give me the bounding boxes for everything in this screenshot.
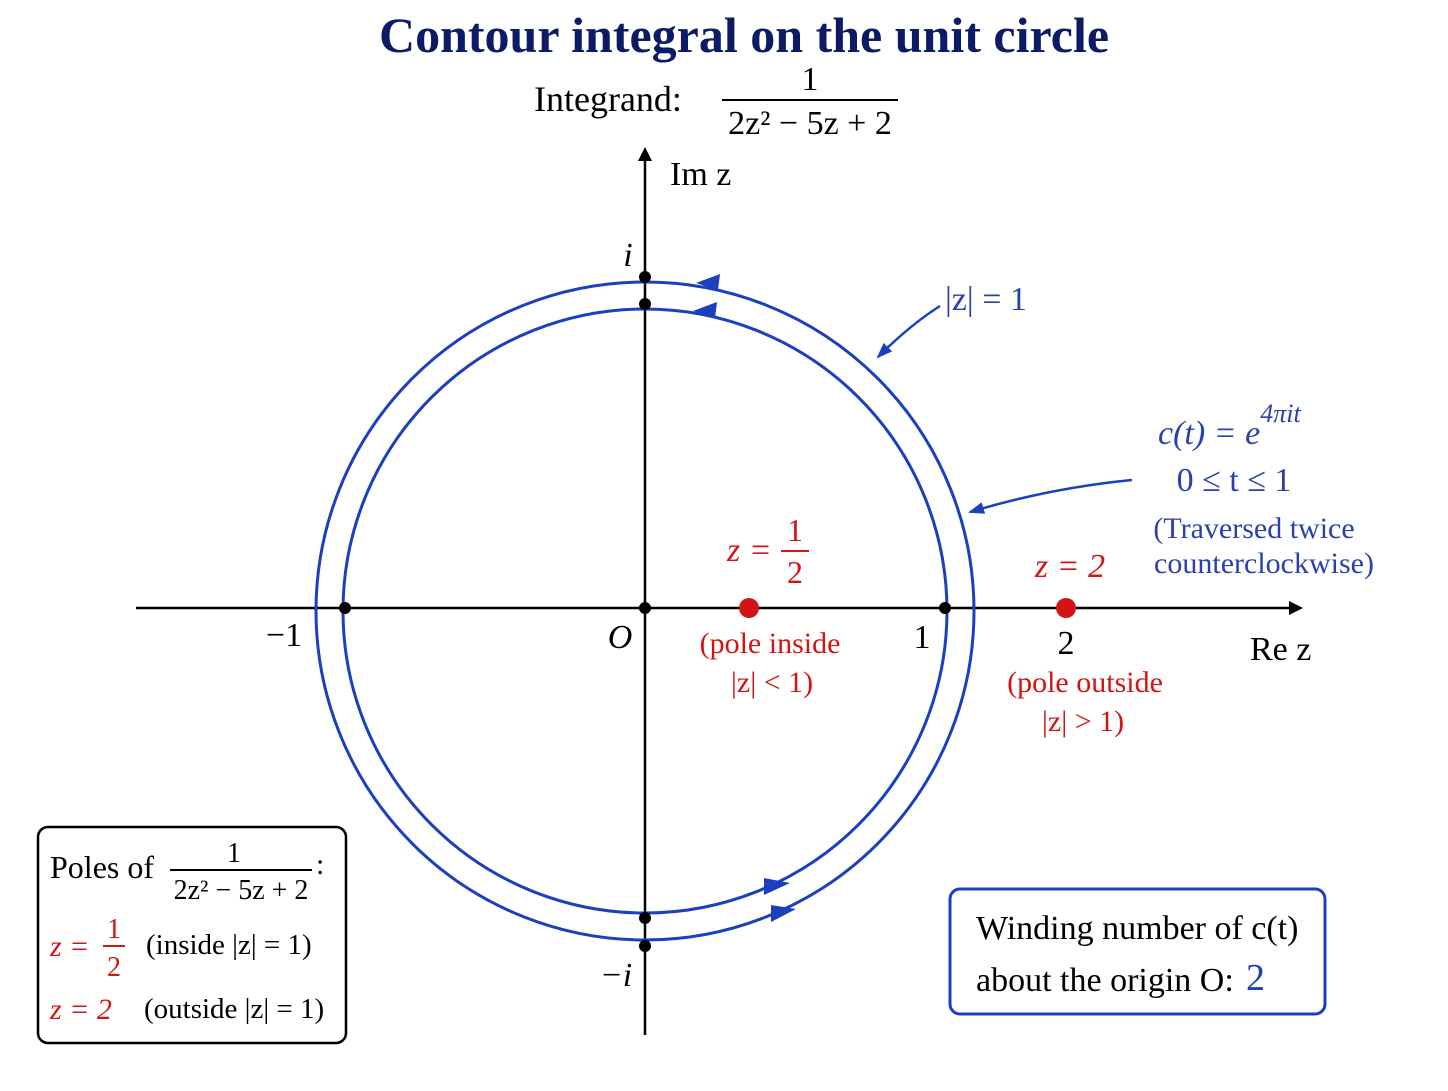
curve-annotation-line-3: (Traversed twice [1153,512,1354,545]
pole-inside-marker [739,598,759,618]
real-axis-label: Re z [1250,631,1311,668]
circle-label-pointer [876,304,941,359]
winding-box-line-1: Winding number of c(t) [976,910,1299,947]
tick-two: 2 [1058,625,1075,662]
pole-inside-prefix: z = [726,532,772,569]
poles-box-row2-note: (outside |z| = 1) [144,993,324,1025]
poles-box [36,825,348,1045]
direction-arrow-icon [696,274,720,290]
tick-one: 1 [914,619,931,656]
circle-label: |z| = 1 [945,281,1027,318]
pole-inside-numerator: 1 [787,512,803,548]
point-i-outer [639,271,651,283]
winding-box [948,887,1327,1016]
winding-number-value: 2 [1246,957,1265,999]
pole-inside-denominator: 2 [787,554,803,590]
tick-i: i [623,237,632,274]
poles-box-row1-note: (inside |z| = 1) [146,929,312,961]
poles-box-row1-denominator: 2 [107,952,121,983]
point-origin [639,602,651,614]
curve-annotation-exponent: 4πit [1260,399,1301,428]
point-minus-i-inner [639,912,651,924]
pole-outside-marker [1056,598,1076,618]
curve-annotation-line-1: c(t) = e4πit [1158,399,1301,452]
winding-box-line-2: about the origin O: [976,962,1234,999]
pole-outside-note-1: (pole outside [1007,666,1163,699]
direction-arrow-icon [764,878,790,895]
poles-box-row1-numerator: 1 [107,914,121,945]
integrand-denominator: 2z² − 5z + 2 [728,105,892,142]
point-minus-i-outer [639,940,651,952]
curve-annotation-pointer [968,478,1133,514]
poles-box-row1-prefix: z = [49,930,89,963]
poles-box-numerator: 1 [227,838,241,869]
pole-inside-note-2: |z| < 1) [731,666,813,699]
poles-box-heading: Poles of [50,849,154,885]
tick-minus-i: −i [600,957,632,994]
page-title: Contour integral on the unit circle [379,7,1109,63]
curve-annotation-line-4: counterclockwise) [1154,547,1374,580]
curve-annotation-line-2: 0 ≤ t ≤ 1 [1177,462,1292,499]
pole-inside-note-1: (pole inside [700,627,841,660]
pole-outside-note-2: |z| > 1) [1042,705,1124,738]
poles-box-row2-label: z = 2 [49,993,112,1026]
direction-arrow-icon [771,905,796,922]
tick-minus-one: −1 [266,617,302,654]
pole-outside-label: z = 2 [1034,548,1105,585]
point-one [939,602,951,614]
direction-arrow-icon [693,302,717,318]
imaginary-axis-label: Im z [670,156,731,193]
tick-origin: O [608,619,633,656]
point-minus-one [339,602,351,614]
point-i-inner [639,298,651,310]
integrand-label: Integrand: [534,79,682,119]
integrand-numerator: 1 [802,61,819,98]
poles-box-colon: : [316,848,324,881]
poles-box-denominator: 2z² − 5z + 2 [174,875,309,906]
curve-annotation-base: c(t) = e [1158,415,1260,452]
